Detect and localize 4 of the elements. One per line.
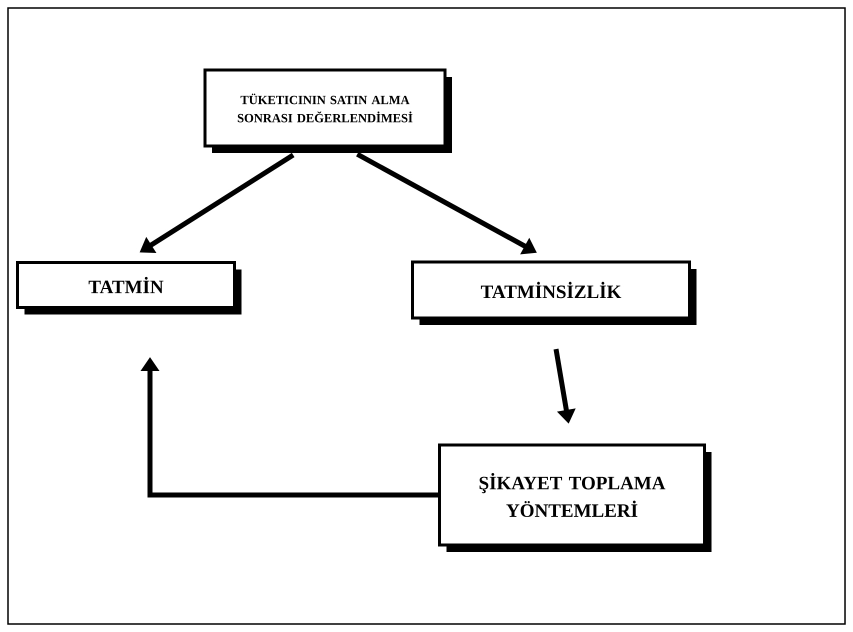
- process-box: TÜKETICININ SATIN ALMA SONRASI DEĞERLENDİMESİ: [204, 68, 452, 153]
- process-box: ŞİKAYET TOPLAMA YÖNTEMLERİ: [438, 444, 712, 552]
- process-box: TATMİN: [16, 261, 242, 314]
- process-box: TATMİNSİZLİK: [411, 260, 696, 325]
